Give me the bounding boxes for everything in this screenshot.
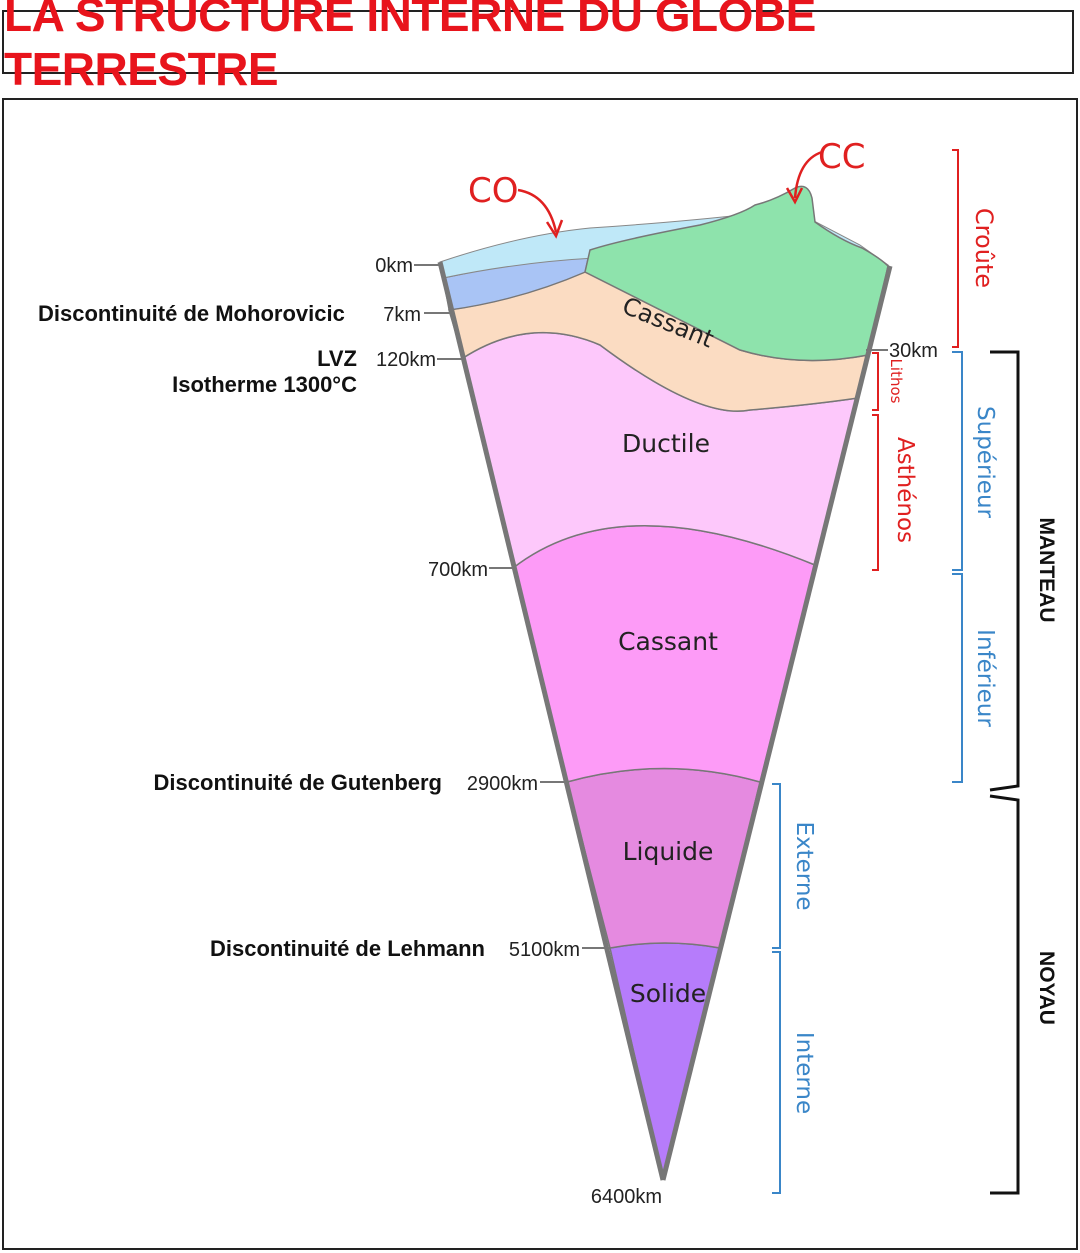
- co-arrow-head: [545, 219, 564, 239]
- depth-0km: 0km: [375, 255, 413, 277]
- bracket-asthenos: [872, 414, 879, 571]
- bracket-interne: [772, 951, 781, 1194]
- page-title: LA STRUCTURE INTERNE DU GLOBE TERRESTRE: [4, 0, 816, 95]
- diagram-panel: [2, 98, 1078, 1250]
- disc-lvz: LVZ: [317, 346, 357, 371]
- bracket-manteau: [989, 350, 1020, 792]
- layer-continental-crust: [584, 185, 889, 362]
- label-noyau: NOYAU: [1035, 951, 1058, 1025]
- co-arrow: [517, 188, 558, 233]
- depth-7km: 7km: [383, 304, 421, 326]
- bracket-noyau: [989, 794, 1020, 1195]
- bracket-lithos: [872, 352, 879, 411]
- disc-lehmann: Discontinuité de Lehmann: [210, 936, 485, 961]
- bracket-superieur: [952, 351, 963, 571]
- label-superieur: Supérieur: [972, 406, 998, 519]
- depth-6400km: 6400km: [591, 1186, 662, 1208]
- disc-isotherme: Isotherme 1300°C: [172, 372, 357, 397]
- label-ductile: Ductile: [622, 429, 710, 458]
- disc-mohorovicic: Discontinuité de Mohorovicic: [38, 301, 345, 326]
- cc-arrow-head: [785, 187, 804, 205]
- label-co: CO: [468, 171, 519, 211]
- bracket-inferieur: [952, 573, 963, 783]
- label-croute: Croûte: [970, 208, 998, 288]
- title-box: LA STRUCTURE INTERNE DU GLOBE TERRESTRE: [2, 0, 1074, 95]
- wedge-left-edge: [437, 261, 666, 1181]
- depth-5100km: 5100km: [509, 939, 580, 961]
- depth-120km: 120km: [376, 349, 436, 371]
- label-lithos: Lithos: [887, 359, 905, 404]
- label-cc: CC: [818, 137, 865, 177]
- bracket-externe: [772, 783, 781, 949]
- wedge-right-edge: [660, 265, 893, 1181]
- label-manteau: MANTEAU: [1035, 518, 1058, 623]
- depth-700km: 700km: [428, 559, 488, 581]
- label-inferieur: Inférieur: [972, 629, 998, 727]
- label-interne: Interne: [791, 1032, 817, 1114]
- label-externe: Externe: [791, 821, 817, 910]
- label-liquide: Liquide: [623, 837, 714, 866]
- cc-arrow: [793, 150, 823, 199]
- label-cassant-lower: Cassant: [618, 627, 718, 656]
- depth-30km: 30km: [889, 340, 938, 362]
- label-asthenos: Asthénos: [892, 437, 918, 543]
- depth-2900km: 2900km: [467, 773, 538, 795]
- disc-gutenberg: Discontinuité de Gutenberg: [154, 770, 442, 795]
- label-solide: Solide: [630, 979, 706, 1008]
- bracket-croute: [952, 149, 959, 348]
